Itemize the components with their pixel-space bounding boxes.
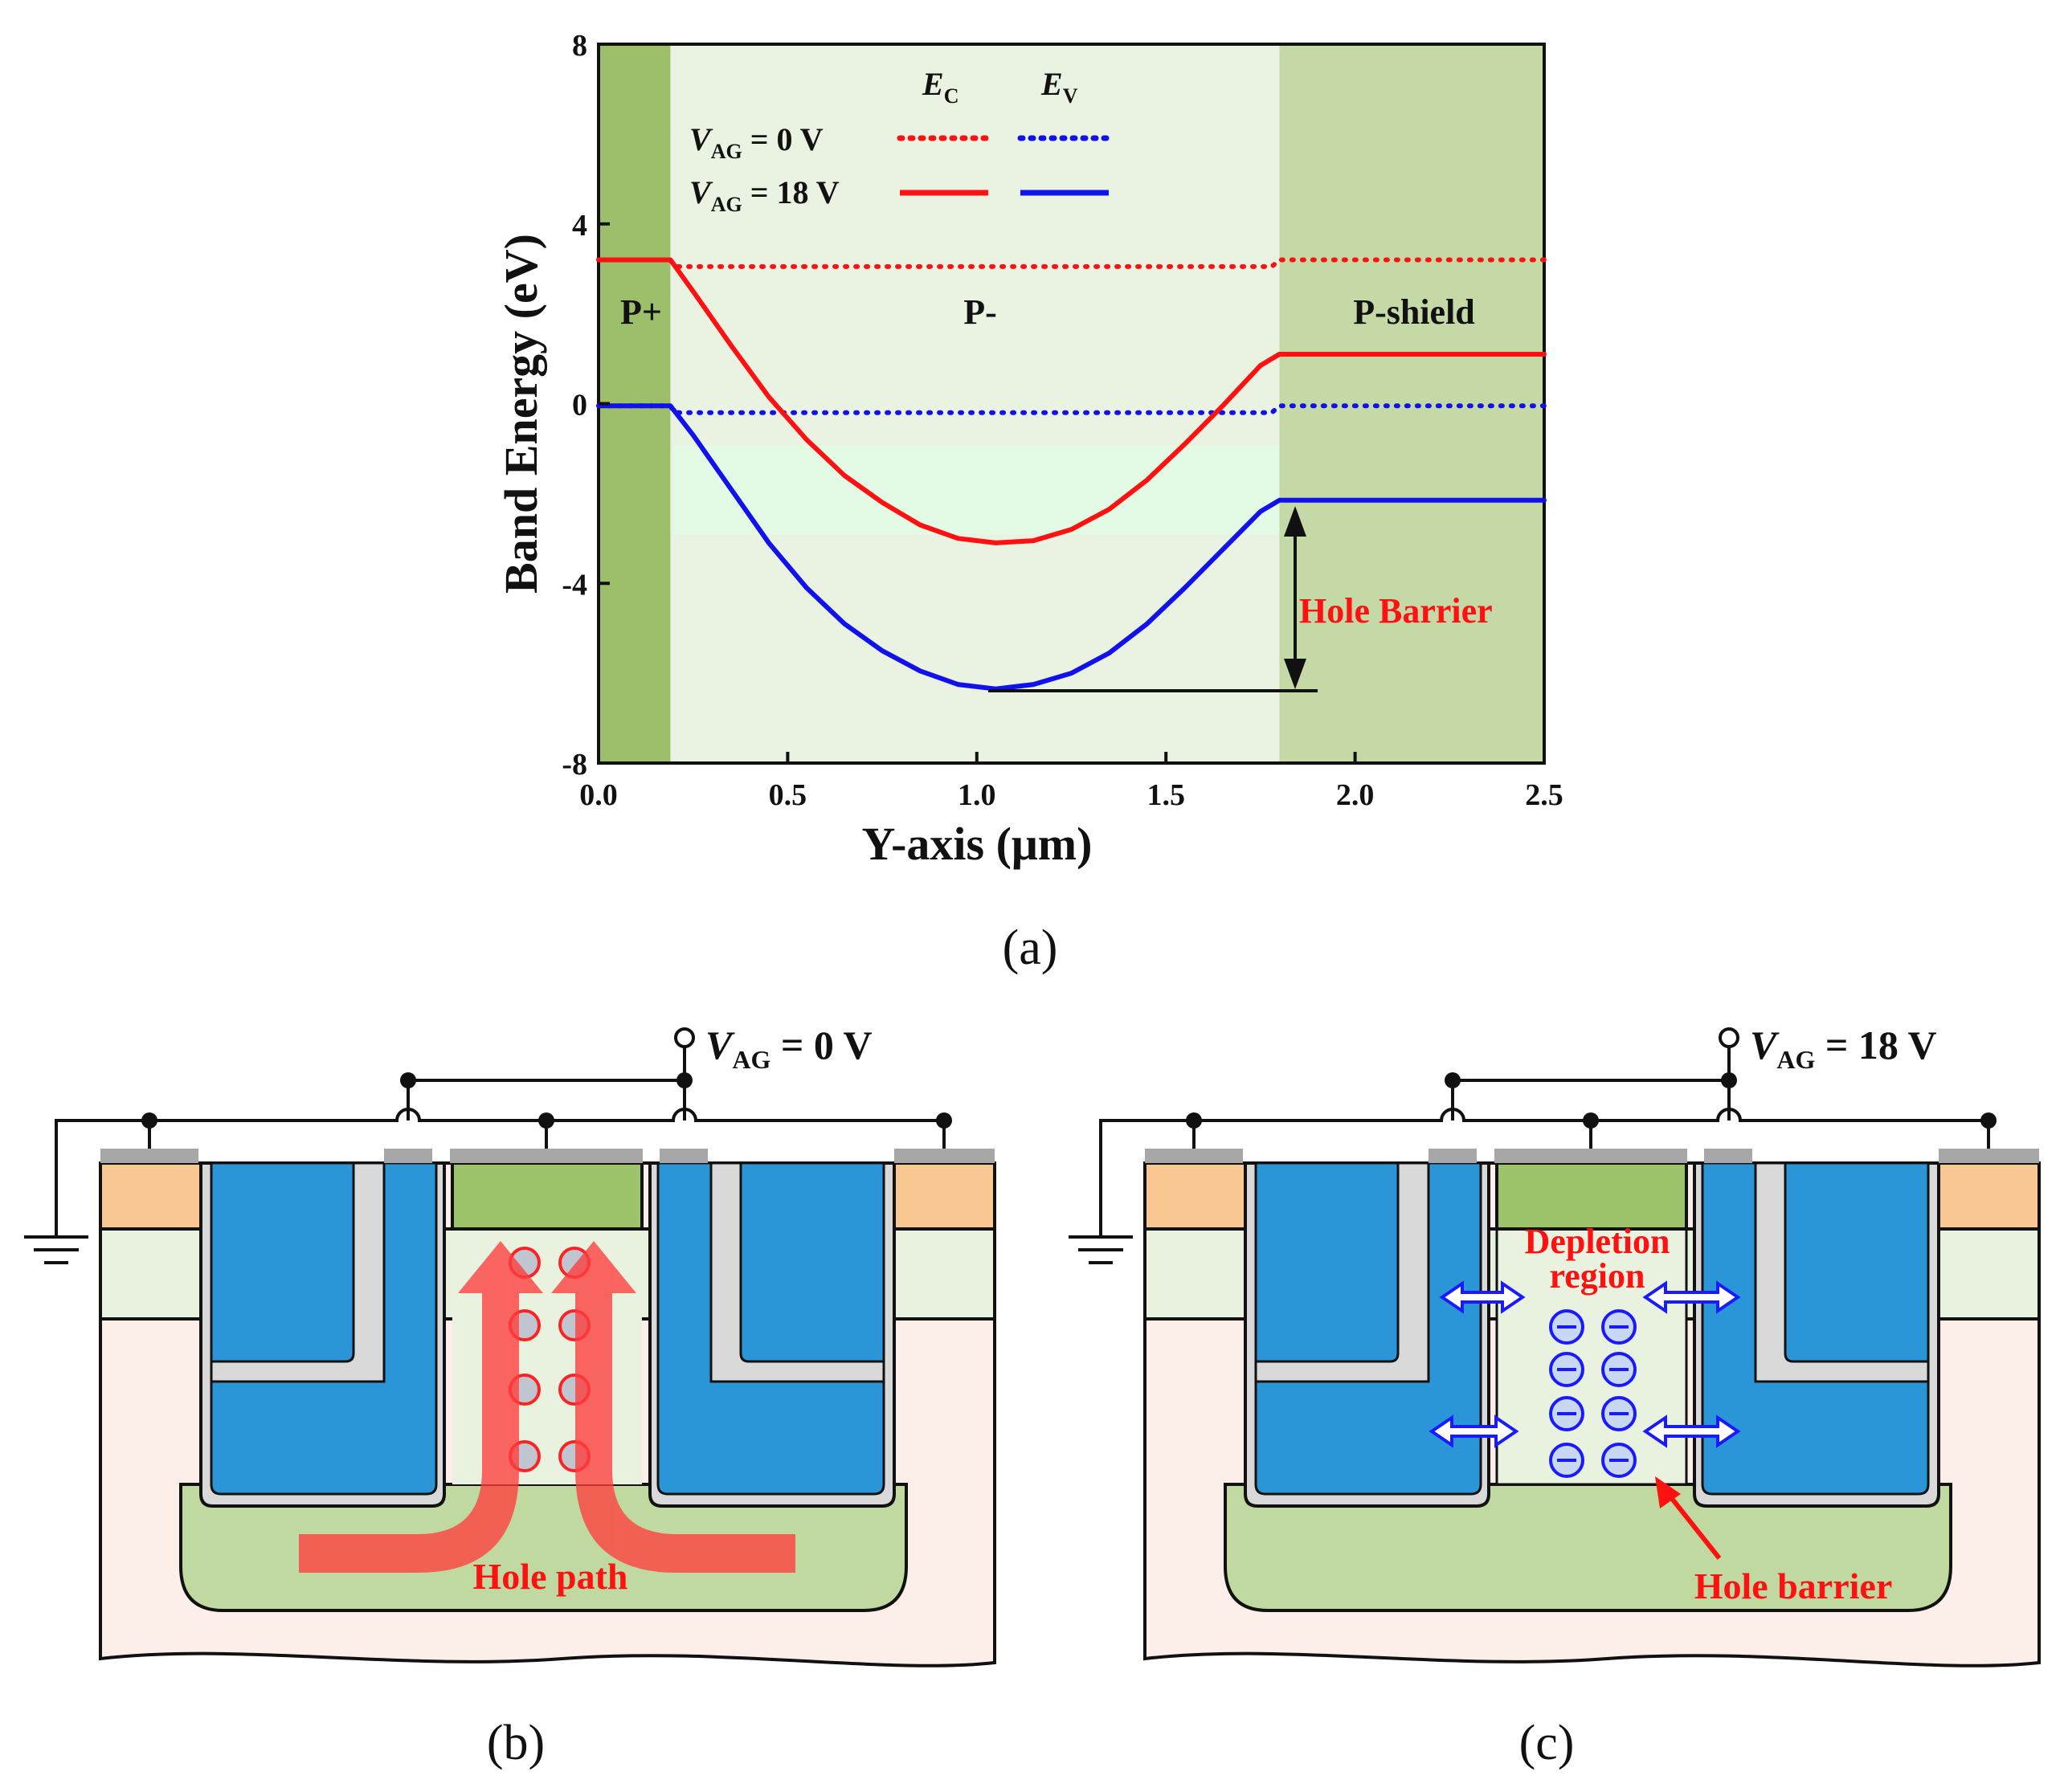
- contact-left: [100, 1149, 198, 1163]
- n-plus-right-c: [1937, 1161, 2041, 1231]
- hole-path-label: Hole path: [473, 1556, 628, 1597]
- n-plus-left-c: [1143, 1161, 1247, 1231]
- region-label-p-shield: P-shield: [1353, 292, 1475, 332]
- contact-gate-right: [660, 1149, 708, 1163]
- depletion-arrows: [1429, 1280, 1741, 1448]
- p-plus-region-c: [1495, 1161, 1688, 1231]
- region-label-p-minus: P-: [963, 292, 997, 332]
- p-shield-region: [179, 1483, 908, 1612]
- bias-label-c: VAG = 18 V: [1750, 1023, 1937, 1074]
- axis-ticks: 0.0 0.5 1.0 1.5 2.0 2.5 8 4 0 -4 -8: [562, 29, 1563, 812]
- legend-header-ev: EV: [1040, 66, 1078, 108]
- y-tick-label-4: -8: [562, 748, 587, 782]
- y-tick-label-3: -4: [562, 568, 587, 602]
- legend-label-18v: VAG = 18 V: [689, 174, 840, 216]
- contact-center-c: [1494, 1149, 1687, 1163]
- series-line-2: [596, 257, 1547, 545]
- x-tick-label-4: 2.0: [1336, 778, 1375, 812]
- left-trench-gate-upper-c: [1254, 1161, 1400, 1363]
- hole-path-arrows: [299, 1241, 795, 1573]
- legend: EC EV VAG = 0 V VAG = 18 V: [689, 66, 1112, 216]
- device-cross-section-c: VAG = 18 V Depletion region Hole barrier: [1069, 1023, 2041, 1667]
- legend-label-0v: VAG = 0 V: [689, 121, 824, 163]
- ecb-highlight-band: [673, 446, 1279, 534]
- x-tick-label-2: 1.0: [958, 778, 996, 812]
- x-tick-label-3: 1.5: [1146, 778, 1185, 812]
- p-shield-region-c: [1224, 1483, 1952, 1612]
- contact-left-c: [1145, 1149, 1243, 1163]
- hole-barrier-annotation: Hole Barrier: [988, 506, 1493, 692]
- x-tick-label-1: 0.5: [769, 778, 807, 812]
- region-2: [1279, 44, 1544, 763]
- y-tick-label-0: 8: [572, 29, 587, 63]
- terminal-c: [1719, 1027, 1739, 1048]
- barrier-arrow-head-up: [1284, 506, 1306, 537]
- depletion-label-line2: region: [1550, 1256, 1645, 1296]
- contact-right: [894, 1149, 995, 1163]
- hole-barrier-label: Hole Barrier: [1299, 591, 1493, 631]
- contact-gate-left-c: [1429, 1149, 1477, 1163]
- n-plus-left: [99, 1161, 202, 1231]
- wiring-nodes-c: [1186, 1072, 1997, 1129]
- p-plus-region: [451, 1161, 644, 1231]
- x-axis-label: Y-axis (μm): [862, 818, 1093, 870]
- x-tick-label-5: 2.5: [1525, 778, 1563, 812]
- terminal-b: [674, 1027, 695, 1048]
- y-tick-label-2: 0: [572, 389, 587, 422]
- barrier-pointer-line: [1667, 1494, 1722, 1560]
- bias-label-b: VAG = 0 V: [705, 1023, 873, 1074]
- panel-label-a: (a): [1003, 920, 1058, 975]
- panel-label-c: (c): [1519, 1716, 1575, 1770]
- region-label-p-plus: P+: [620, 292, 662, 332]
- y-axis-label: Band Energy (eV): [495, 234, 547, 594]
- series-lines: [596, 257, 1547, 692]
- panel-label-b: (b): [487, 1716, 545, 1770]
- n-plus-right: [893, 1161, 996, 1231]
- barrier-pointer-head: [1655, 1476, 1681, 1508]
- wiring-nodes-b: [141, 1072, 952, 1129]
- barrier-arrow-head-down: [1284, 659, 1306, 689]
- hole-barrier-label-c: Hole barrier: [1694, 1565, 1893, 1606]
- device-cross-section-b: VAG = 0 V Hole path: [24, 1023, 996, 1667]
- left-trench-gate-upper: [210, 1161, 355, 1363]
- contact-gate-right-c: [1704, 1149, 1752, 1163]
- contact-gate-left: [384, 1149, 432, 1163]
- series-line-3: [596, 403, 1547, 692]
- depletion-channel-c: [1495, 1227, 1688, 1486]
- contact-center: [450, 1149, 643, 1163]
- right-trench-gate-upper: [739, 1161, 885, 1363]
- y-tick-label-1: 4: [572, 209, 587, 243]
- legend-header-ec: EC: [922, 66, 958, 108]
- depletion-label-line1: Depletion: [1525, 1222, 1670, 1261]
- contact-right-c: [1939, 1149, 2039, 1163]
- acceptor-minus-signs: [1557, 1325, 1629, 1462]
- right-trench-gate-upper-c: [1784, 1161, 1930, 1363]
- x-tick-label-0: 0.0: [579, 778, 618, 812]
- band-energy-chart: P+ P- P-shield EC EV VAG = 0 V VAG = 18 …: [495, 29, 1563, 870]
